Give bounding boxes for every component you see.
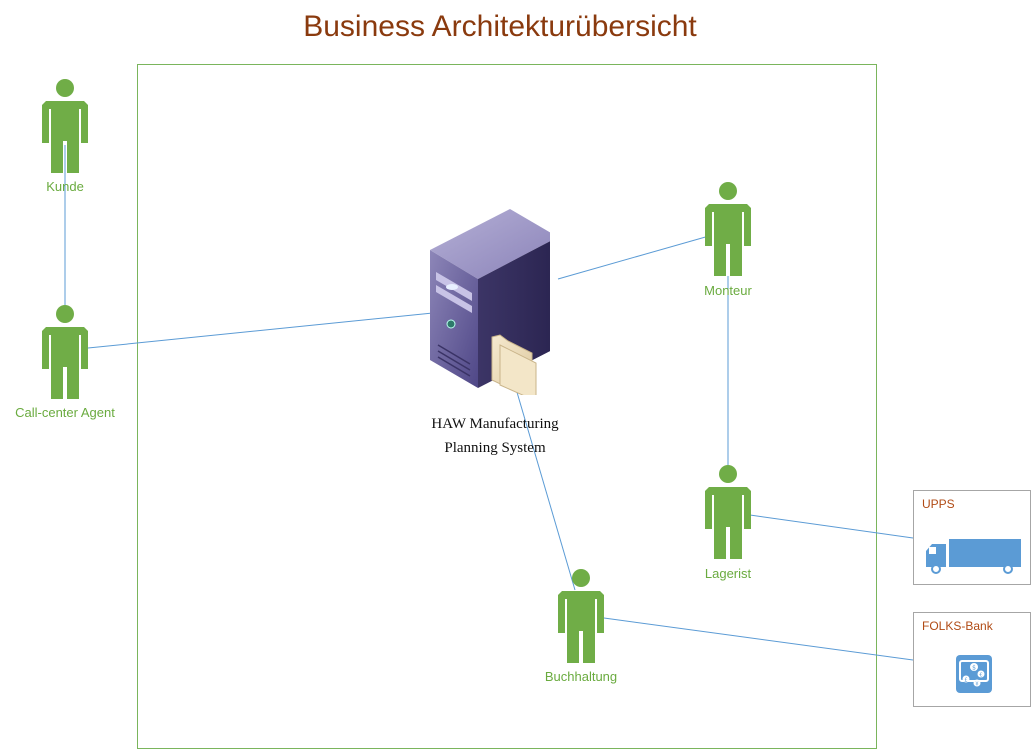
system-label-line1: HAW Manufacturing	[431, 416, 559, 432]
svg-text:¥: ¥	[975, 682, 978, 688]
person-icon	[42, 305, 88, 399]
actor-monteur	[705, 182, 751, 276]
external-system-folks: FOLKS-Bank $ € £ ¥	[913, 612, 1031, 707]
svg-text:€: €	[979, 673, 982, 679]
system-label: HAW Manufacturing Planning System	[410, 412, 580, 460]
svg-text:£: £	[964, 678, 967, 684]
actor-label-lagerist: Lagerist	[704, 566, 752, 581]
person-icon	[705, 182, 751, 276]
connection-buchhaltung-folks	[603, 617, 914, 661]
external-system-label-folks: FOLKS-Bank	[922, 619, 993, 633]
actor-kunde	[42, 79, 88, 173]
person-icon	[558, 569, 604, 663]
currency-exchange-icon: $ € £ ¥	[956, 655, 992, 693]
connection-monteur-system	[557, 235, 710, 280]
diagram-title: Business Architekturübersicht	[303, 10, 697, 43]
person-icon	[42, 79, 88, 173]
system-boundary	[137, 64, 877, 749]
connection-lagerist-upps	[749, 514, 914, 539]
external-system-label-upps: UPPS	[922, 497, 955, 511]
external-system-upps: UPPS	[913, 490, 1031, 585]
svg-text:$: $	[972, 665, 976, 672]
connection-callcenter-system	[87, 306, 493, 349]
person-icon	[705, 465, 751, 559]
actor-lagerist	[705, 465, 751, 559]
server-with-folder-icon	[420, 205, 558, 402]
truck-icon	[926, 539, 1021, 574]
system-label-line2: Planning System	[444, 440, 546, 456]
actor-label-monteur: Monteur	[704, 283, 752, 298]
actor-callcenter	[42, 305, 88, 399]
actor-label-buchhaltung: Buchhaltung	[544, 669, 618, 684]
actor-buchhaltung	[558, 569, 604, 663]
actor-label-kunde: Kunde	[46, 179, 84, 194]
actor-label-callcenter: Call-center Agent	[15, 405, 115, 420]
